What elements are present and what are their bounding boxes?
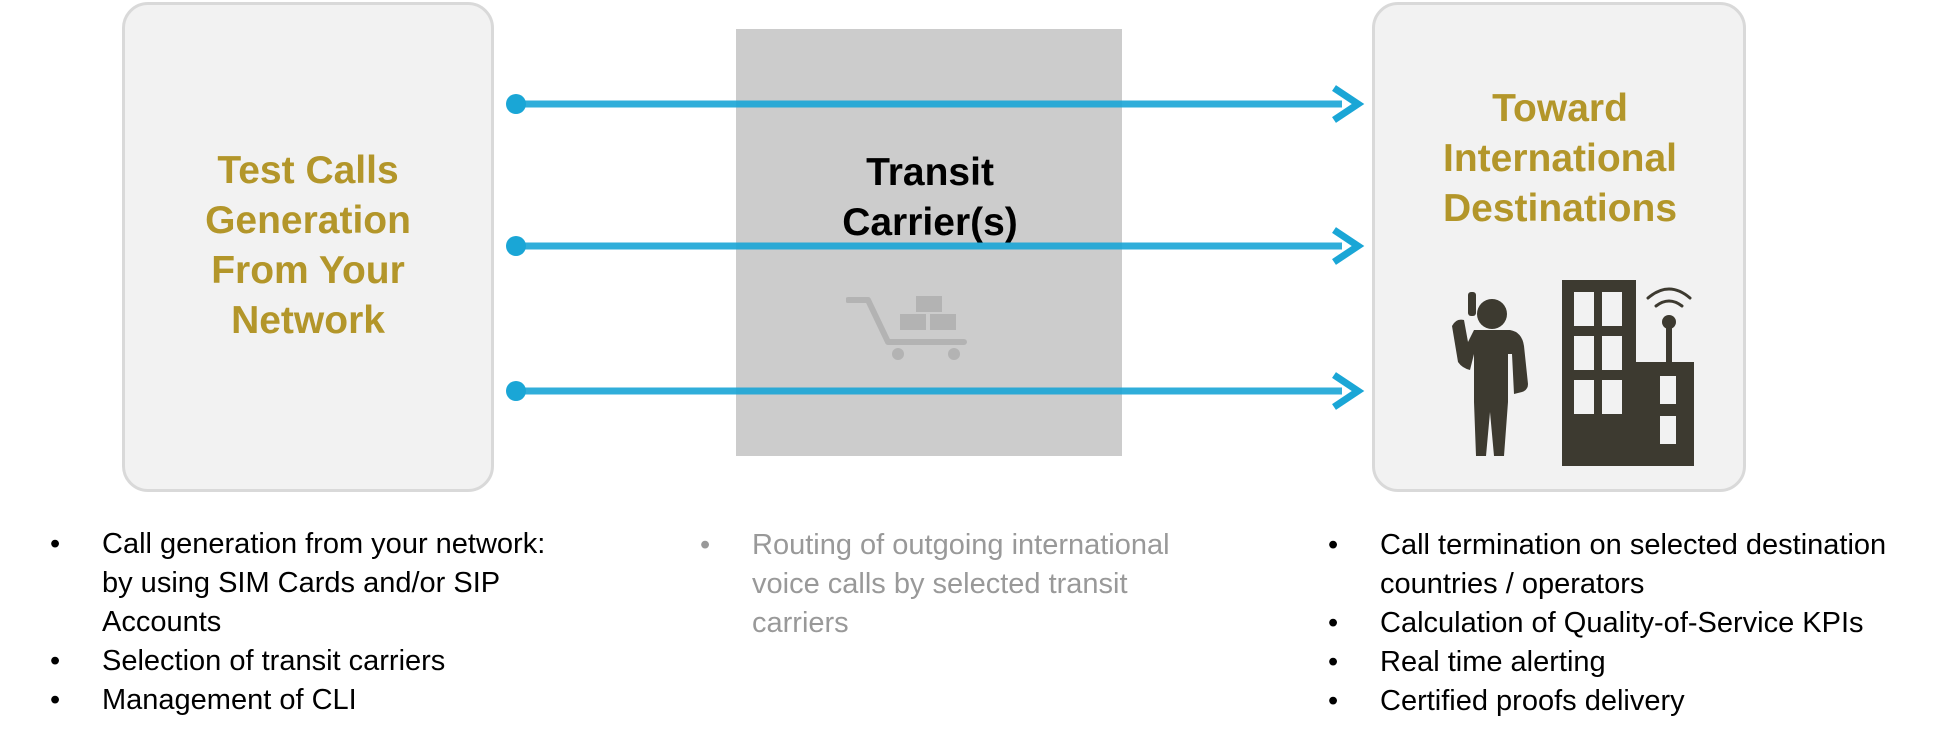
destination-bullet-item: Call termination on selected destination…: [1328, 526, 1948, 604]
destination-bullet-list: Call termination on selected destination…: [1328, 526, 1948, 721]
destination-bullet-item: Calculation of Quality-of-Service KPIs: [1328, 604, 1948, 643]
transit-bullet-item: Routing of outgoing international voice …: [700, 526, 1220, 643]
destination-bullet-item: Real time alerting: [1328, 643, 1948, 682]
destination-bullet-item: Certified proofs delivery: [1328, 682, 1948, 721]
source-bullet-item: Management of CLI: [50, 681, 570, 720]
destination-title: Toward International Destinations: [1442, 87, 1678, 230]
flow-arrow: [506, 85, 1365, 123]
flow-arrow: [506, 372, 1365, 410]
flow-arrow: [506, 227, 1365, 265]
source-title: Test Calls Generation From Your Network: [205, 149, 411, 342]
cart-icon: [846, 296, 967, 360]
source-bullet-item: Selection of transit carriers: [50, 642, 570, 681]
person-phone-icon: [1452, 292, 1528, 456]
source-bullet-item: Call generation from your network: by us…: [50, 525, 570, 642]
building-antenna-icon: [1562, 280, 1694, 466]
transit-title: Transit Carrier(s): [842, 151, 1018, 244]
source-box: [122, 2, 494, 492]
source-bullet-list: Call generation from your network: by us…: [50, 525, 570, 720]
transit-bullet-list: Routing of outgoing international voice …: [700, 526, 1220, 643]
